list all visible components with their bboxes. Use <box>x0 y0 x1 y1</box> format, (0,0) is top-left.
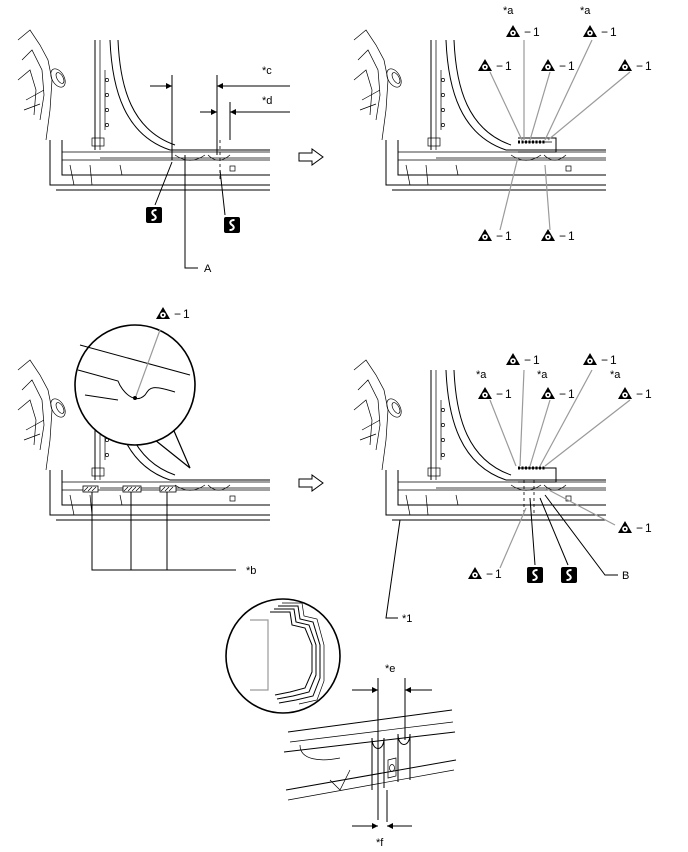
sealer-block-icon <box>527 567 543 583</box>
svg-text:1: 1 <box>568 387 575 401</box>
weld-point-triangle-icon <box>541 387 555 399</box>
svg-text:1: 1 <box>505 59 512 73</box>
dim-e: *e <box>352 663 432 820</box>
dim-c-label: *c <box>262 65 272 77</box>
svg-text:1: 1 <box>568 229 575 243</box>
note-a-label: *a <box>476 369 487 381</box>
svg-text:−: − <box>496 59 503 73</box>
weld-point-triangle-icon <box>618 521 632 533</box>
weld-point-top: *a − 1 *a − 1 − 1 − 1 − 1 − 1 − 1 <box>478 5 652 243</box>
panel-2-after <box>353 29 607 191</box>
svg-text:−: − <box>601 25 608 39</box>
note-a-label: *a <box>610 369 621 381</box>
rail-detail <box>283 709 457 801</box>
weld-point-triangle-icon <box>478 229 492 241</box>
svg-text:1: 1 <box>533 25 540 39</box>
svg-text:1: 1 <box>505 387 512 401</box>
svg-text:1: 1 <box>505 229 512 243</box>
svg-text:1: 1 <box>495 567 502 581</box>
weld-point-triangle-icon <box>541 59 555 71</box>
svg-text:1: 1 <box>645 521 652 535</box>
note-a-label: *a <box>503 5 514 17</box>
note-b-label: *b <box>246 565 256 577</box>
point-a-label: A <box>204 263 212 275</box>
svg-text:−: − <box>559 387 566 401</box>
svg-text:1: 1 <box>610 25 617 39</box>
panel-4-final <box>353 359 607 521</box>
panel-3-sealer-area <box>17 359 271 521</box>
weld-point-triangle-icon <box>468 567 482 579</box>
svg-text:−: − <box>174 307 181 321</box>
svg-text:1: 1 <box>645 59 652 73</box>
panel-2-weld-points: *a − 1 *a − 1 − 1 − 1 − 1 − 1 − 1 <box>478 5 652 243</box>
dim-d-label: *d <box>262 95 272 107</box>
dim-f-label: *f <box>376 837 384 849</box>
svg-text:−: − <box>636 59 643 73</box>
note-1-label: *1 <box>402 613 412 625</box>
weld-point-triangle-icon <box>618 387 632 399</box>
weld-point-triangle-icon <box>583 25 597 37</box>
sealer-area-leaders: *b <box>91 492 256 577</box>
weld-point-triangle-icon <box>541 229 555 241</box>
svg-text:−: − <box>486 567 493 581</box>
svg-text:−: − <box>496 229 503 243</box>
next-step-arrow-icon <box>298 474 324 492</box>
note-a-label: *a <box>580 5 591 17</box>
weld-point-triangle-icon <box>478 387 492 399</box>
sealer-block-icon <box>224 217 240 233</box>
next-step-arrow-icon <box>298 148 324 166</box>
svg-text:−: − <box>601 353 608 367</box>
svg-text:−: − <box>524 353 531 367</box>
svg-text:1: 1 <box>533 353 540 367</box>
svg-text:1: 1 <box>610 353 617 367</box>
panel-4-weld-points: *a − 1 − 1 − 1 *a − 1 *a − 1 − 1 − 1 B *… <box>385 353 652 625</box>
weld-point-triangle-icon <box>583 353 597 365</box>
weld-point-triangle-icon <box>478 59 492 71</box>
magnifier-callout: − 1 <box>74 307 196 469</box>
weld-point-triangle-icon <box>618 59 632 71</box>
weld-point-triangle-icon <box>506 353 520 365</box>
sealer-block-icon <box>146 207 162 223</box>
svg-text:−: − <box>636 387 643 401</box>
svg-text:1: 1 <box>183 307 190 321</box>
panel-1-before: *c *d A <box>17 29 290 275</box>
sealer-block-icon <box>561 567 577 583</box>
svg-text:−: − <box>636 521 643 535</box>
svg-text:−: − <box>496 387 503 401</box>
svg-text:1: 1 <box>645 387 652 401</box>
section-detail-circle <box>225 598 341 714</box>
dim-f: *f <box>352 790 412 849</box>
svg-text:−: − <box>559 59 566 73</box>
svg-text:−: − <box>524 25 531 39</box>
svg-text:1: 1 <box>568 59 575 73</box>
dim-e-label: *e <box>385 663 395 675</box>
weld-point-triangle-icon <box>156 307 170 319</box>
svg-text:−: − <box>559 229 566 243</box>
point-b-label: B <box>622 570 629 582</box>
weld-point-triangle-icon <box>506 25 520 37</box>
note-a-label: *a <box>537 369 548 381</box>
